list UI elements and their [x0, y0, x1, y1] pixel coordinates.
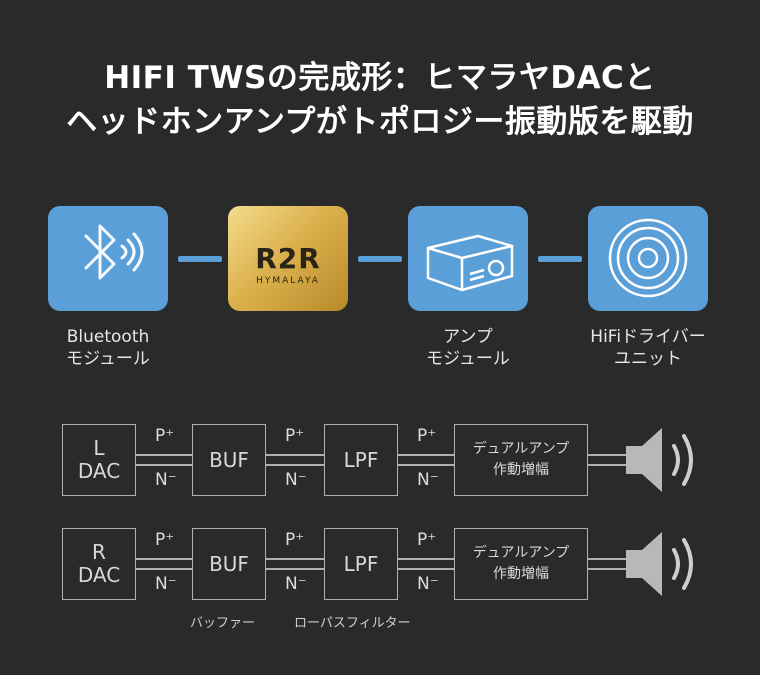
wire-n: [136, 568, 192, 570]
wire-n: [398, 568, 454, 570]
connector-dac-amp: [358, 256, 402, 262]
buf-block: BUF: [192, 424, 266, 496]
n-label: N⁻: [155, 470, 177, 490]
lpf-block: LPF: [324, 528, 398, 600]
dac-logo-tile: R2R HYMALAYA: [228, 206, 348, 311]
wire-p: [136, 558, 192, 560]
buf-label: BUF: [209, 447, 249, 472]
connector-bt-dac: [178, 256, 222, 262]
n-label: N⁻: [417, 574, 439, 594]
wire-n: [266, 568, 324, 570]
p-label: P⁺: [155, 426, 175, 446]
dac-label: DAC: [77, 459, 121, 483]
wire-n: [266, 464, 324, 466]
wire-n: [588, 568, 626, 570]
bluetooth-label-line2: モジュール: [66, 349, 150, 369]
wire-p: [136, 454, 192, 456]
speaker-driver-icon: [608, 218, 688, 298]
buf-label: BUF: [209, 551, 249, 576]
wire-n: [398, 464, 454, 466]
dual-amp-block: デュアルアンプ 作動増幅: [454, 528, 588, 600]
n-label: N⁻: [285, 574, 307, 594]
bluetooth-module-tile: [48, 206, 168, 311]
p-label: P⁺: [417, 426, 437, 446]
wire-n: [588, 464, 626, 466]
dac-label: DAC: [77, 563, 121, 587]
wire-p: [398, 454, 454, 456]
dual-amp-block: デュアルアンプ 作動増幅: [454, 424, 588, 496]
page-title-line2: ヘッドホンアンプがトポロジー振動版を駆動: [66, 104, 694, 140]
amp-label-line1: アンプ: [443, 327, 493, 347]
p-label: P⁺: [417, 530, 437, 550]
dual-amp-label: デュアルアンプ: [472, 545, 570, 561]
wire-p: [398, 558, 454, 560]
right-dac-block: R DAC: [62, 528, 136, 600]
page-title-line1: HIFI TWSの完成形：ヒマラヤDACと: [104, 60, 656, 96]
bluetooth-label-line1: Bluetooth: [66, 327, 150, 347]
bluetooth-icon: [84, 224, 144, 280]
dual-amp-label: デュアルアンプ: [472, 441, 570, 457]
hymalaya-logo-text: HYMALAYA: [256, 276, 320, 286]
lpf-label: LPF: [343, 447, 379, 472]
buf-block: BUF: [192, 528, 266, 600]
differential-amp-label: 作動増幅: [493, 566, 549, 582]
connector-amp-driver: [538, 256, 582, 262]
wire-p: [266, 454, 324, 456]
driver-unit-tile: [588, 206, 708, 311]
r2r-logo: R2R: [255, 242, 321, 275]
wire-p: [588, 558, 626, 560]
lpf-label: LPF: [343, 551, 379, 576]
amplifier-icon: [426, 234, 514, 292]
amp-label-line2: モジュール: [426, 349, 510, 369]
p-label: P⁺: [285, 530, 305, 550]
dac-channel-label: R: [92, 540, 106, 564]
wire-p: [588, 454, 626, 456]
p-label: P⁺: [285, 426, 305, 446]
speaker-icon: [626, 532, 693, 596]
n-label: N⁻: [155, 574, 177, 594]
driver-label-line1: HiFiドライバー: [590, 327, 706, 347]
n-label: N⁻: [285, 470, 307, 490]
p-label: P⁺: [155, 530, 175, 550]
differential-amp-label: 作動増幅: [493, 462, 549, 478]
driver-label-line2: ユニット: [614, 349, 682, 369]
dac-channel-label: L: [93, 436, 105, 460]
speaker-icon: [626, 428, 693, 492]
wire-n: [136, 464, 192, 466]
lpf-block: LPF: [324, 424, 398, 496]
lowpass-caption: ローパスフィルター: [294, 616, 411, 631]
buffer-caption: バッファー: [190, 616, 256, 631]
n-label: N⁻: [417, 470, 439, 490]
wire-p: [266, 558, 324, 560]
amp-module-tile: [408, 206, 528, 311]
left-dac-block: L DAC: [62, 424, 136, 496]
